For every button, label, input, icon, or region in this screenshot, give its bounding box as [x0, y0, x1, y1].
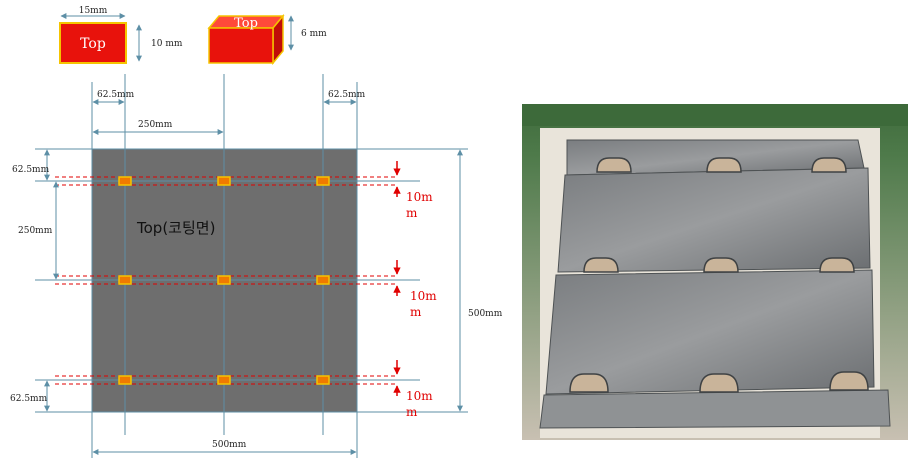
plate-label: Top(코팅면) [136, 219, 215, 237]
gap-label-3b: m [406, 405, 418, 419]
box-specimen-label: Top [234, 16, 258, 31]
gap-label-2a: 10m [410, 289, 437, 303]
box-height-dim: 6 mm [301, 29, 327, 39]
flat-width-dim: 15mm [79, 6, 108, 16]
flat-specimen-label: Top [80, 36, 106, 52]
flat-height-dim: 10 mm [151, 39, 183, 49]
dim-height: 500mm [468, 309, 503, 319]
dim-width: 500mm [212, 440, 247, 450]
gap-label-2b: m [410, 305, 422, 319]
dim-row-spacing: 250mm [18, 226, 53, 236]
dim-top-offset: 62.5mm [12, 165, 50, 175]
flat-specimen: Top 15mm 10 mm [59, 6, 183, 64]
gap-label-1a: 10m [406, 190, 433, 204]
gap-label-3a: 10m [406, 389, 433, 403]
dim-center-offset: 250mm [138, 120, 173, 130]
photo-of-cut-metal-plates [522, 104, 908, 440]
plate-drawing: Top(코팅면) [10, 74, 503, 458]
gap-label-1b: m [406, 206, 418, 220]
dim-left-offset: 62.5mm [97, 90, 135, 100]
dim-right-offset: 62.5mm [328, 90, 366, 100]
box-specimen: Top 6 mm [207, 13, 327, 66]
dim-bottom-offset: 62.5mm [10, 394, 48, 404]
